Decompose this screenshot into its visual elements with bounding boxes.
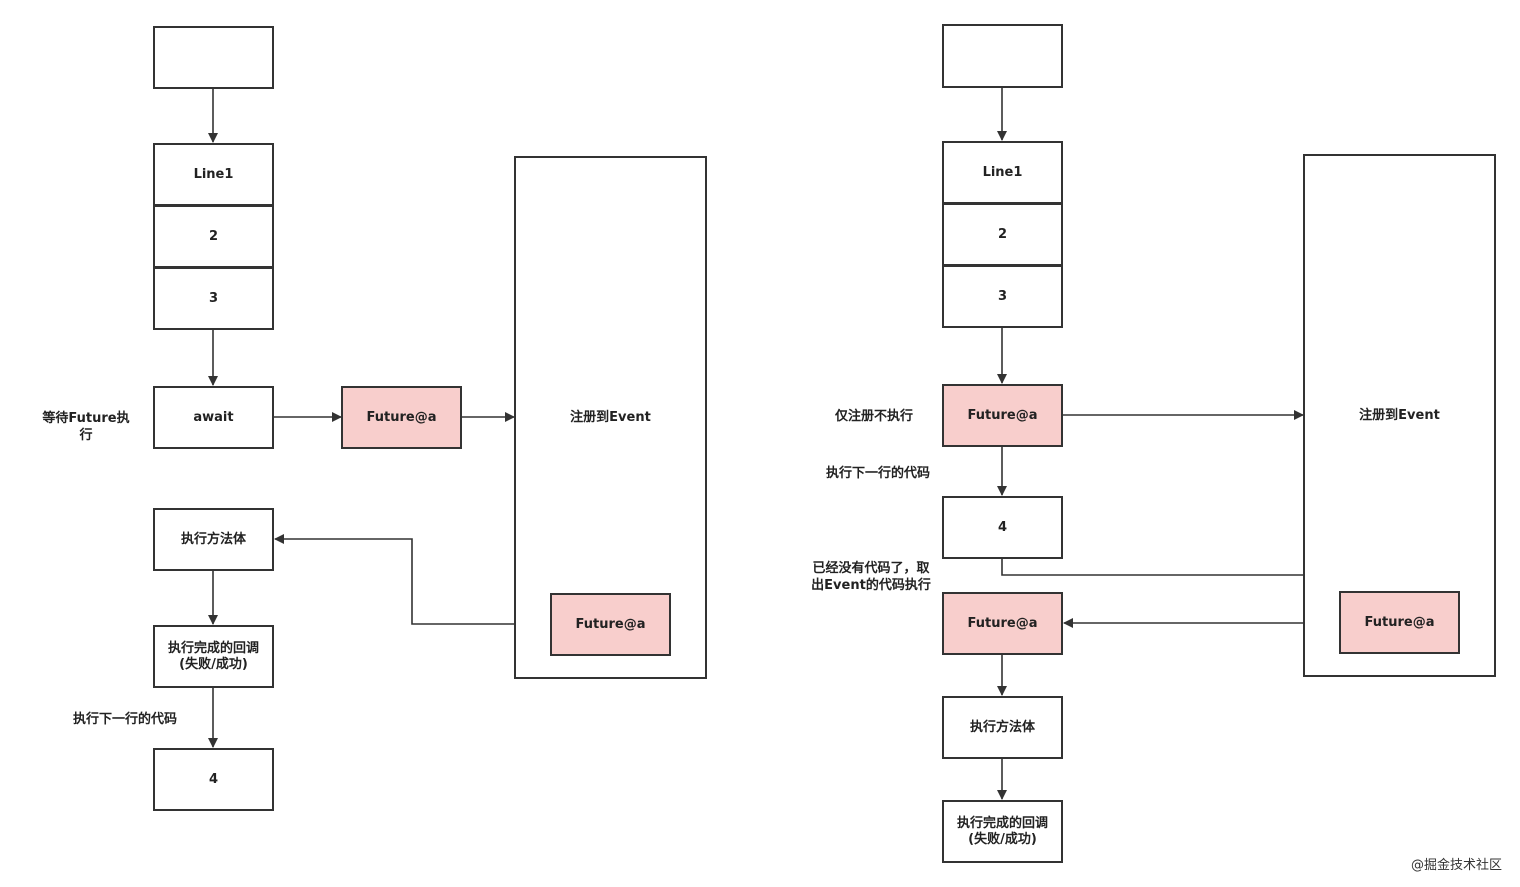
exec-body-box-right: 执行方法体 bbox=[942, 696, 1063, 759]
line2-box-right: 2 bbox=[942, 203, 1063, 266]
line3-box-left: 3 bbox=[153, 267, 274, 330]
event-container-left: 注册到Event bbox=[514, 156, 707, 679]
line4-box-right: 4 bbox=[942, 496, 1063, 559]
event-future-box-right: Future@a bbox=[1339, 591, 1460, 654]
line4-box-left: 4 bbox=[153, 748, 274, 811]
label-register-only: 仅注册不执行 bbox=[834, 409, 913, 424]
future-box-left: Future@a bbox=[341, 386, 462, 449]
label-next-line-left: 执行下一行的代码 bbox=[72, 712, 177, 727]
future-box-right: Future@a bbox=[942, 384, 1063, 447]
label-wait-future: 等待Future执行 bbox=[42, 411, 130, 443]
watermark: @掘金技术社区 bbox=[1410, 858, 1502, 873]
callback-box-right: 执行完成的回调 (失败/成功) bbox=[942, 800, 1063, 863]
label-next-line-right: 执行下一行的代码 bbox=[825, 466, 930, 481]
line1-box-right: Line1 bbox=[942, 141, 1063, 204]
start-box-left bbox=[153, 26, 274, 89]
event-future-box-left: Future@a bbox=[550, 593, 671, 656]
line2-box-left: 2 bbox=[153, 205, 274, 268]
line3-box-right: 3 bbox=[942, 265, 1063, 328]
exec-body-box-left: 执行方法体 bbox=[153, 508, 274, 571]
arrow-event-future-to-body-left bbox=[274, 534, 550, 625]
event-container-right: 注册到Event bbox=[1303, 154, 1496, 677]
callback-box-left: 执行完成的回调 (失败/成功) bbox=[153, 625, 274, 688]
label-fetch-event: 已经没有代码了，取 出Event的代码执行 bbox=[811, 561, 931, 593]
await-box: await bbox=[153, 386, 274, 449]
start-box-right bbox=[942, 24, 1063, 88]
future-return-box-right: Future@a bbox=[942, 592, 1063, 655]
line1-box-left: Line1 bbox=[153, 143, 274, 206]
